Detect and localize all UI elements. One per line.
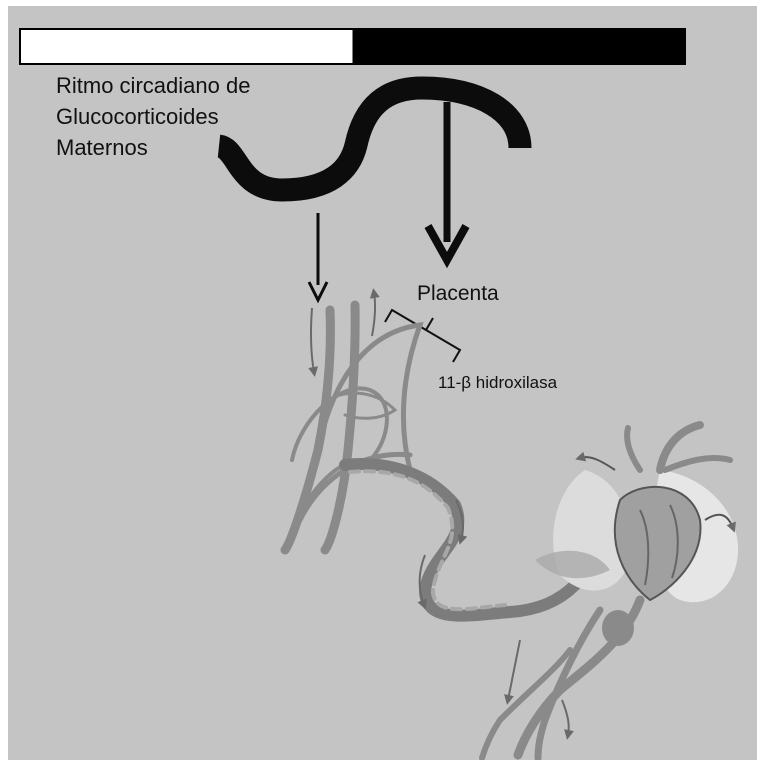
title-line-3: Maternos — [56, 132, 250, 163]
title-line-1: Ritmo circadiano de — [56, 70, 250, 101]
day-night-bar — [20, 29, 685, 64]
enzyme-label: 11-β hidroxilasa — [438, 373, 557, 393]
placenta-label: Placenta — [417, 282, 499, 306]
night-segment — [353, 30, 685, 63]
day-segment — [21, 30, 353, 63]
title-line-2: Glucocorticoides — [56, 101, 250, 132]
fetal-organ — [602, 610, 634, 646]
title-block: Ritmo circadiano de Glucocorticoides Mat… — [56, 70, 250, 163]
